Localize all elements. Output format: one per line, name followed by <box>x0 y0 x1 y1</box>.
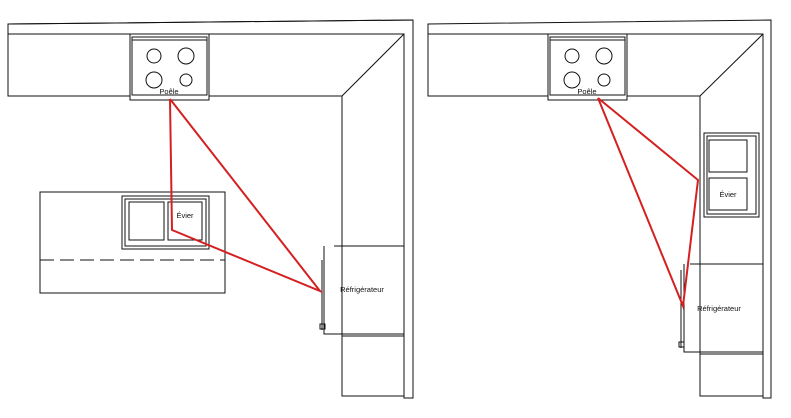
burner-icon <box>177 47 195 65</box>
right-counter-corner <box>699 33 764 97</box>
right-stove <box>547 33 628 101</box>
left-wall-outline <box>7 19 414 399</box>
burner-icon <box>595 47 613 65</box>
left-counter-corner <box>341 33 405 97</box>
burner-icon <box>179 73 193 87</box>
right-sink-label: Évier <box>719 190 737 199</box>
right-plan <box>427 19 772 399</box>
left-sink-label: Évier <box>176 211 194 220</box>
left-stove-label: Poêle <box>159 87 178 96</box>
right-stove-label: Poêle <box>577 87 596 96</box>
right-sink <box>703 132 760 218</box>
left-fridge-label: Réfrigérateur <box>340 285 384 294</box>
right-fridge <box>678 263 764 353</box>
right-fridge-label: Réfrigérateur <box>697 304 741 313</box>
left-wall-top-line <box>7 19 414 25</box>
burner-icon <box>145 71 163 89</box>
right-work-triangle <box>597 97 700 310</box>
left-plan <box>7 19 414 399</box>
burner-icon <box>597 73 611 87</box>
left-work-triangle <box>169 98 324 294</box>
left-island <box>39 191 226 294</box>
left-stove <box>129 33 210 101</box>
burner-icon <box>146 48 162 64</box>
burner-icon <box>563 71 581 89</box>
burner-icon <box>564 48 580 64</box>
left-fridge <box>319 245 405 335</box>
left-sink <box>121 195 210 250</box>
